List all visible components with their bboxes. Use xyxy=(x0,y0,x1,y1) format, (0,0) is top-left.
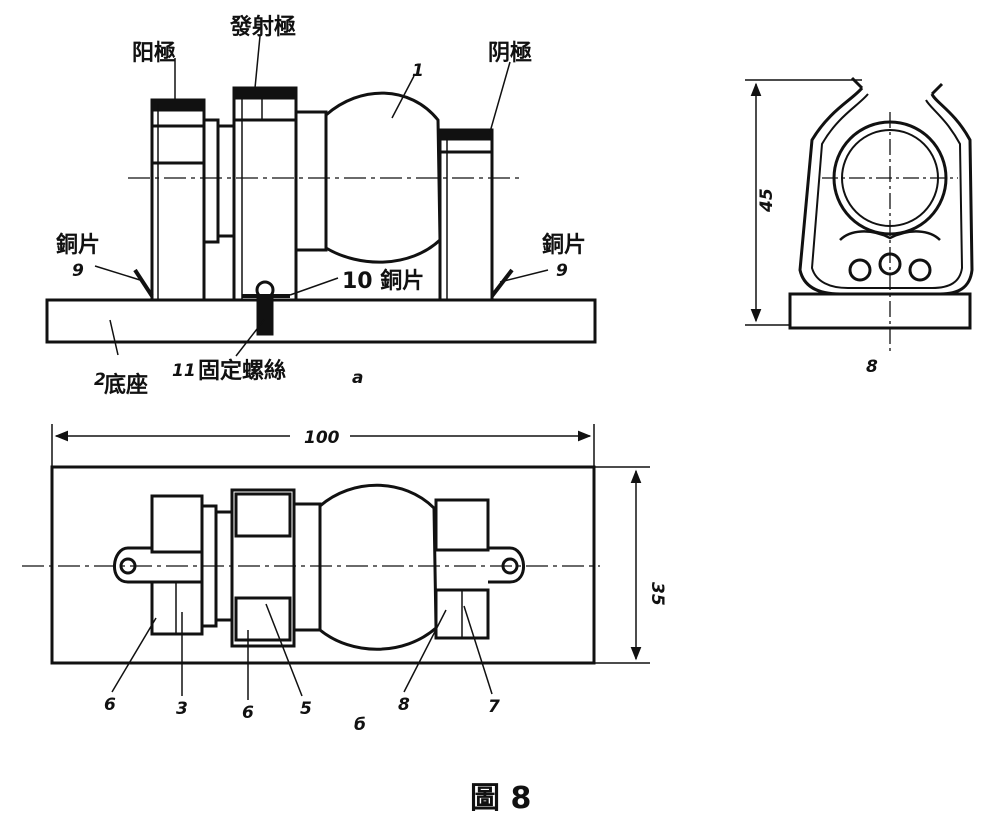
fixing-screw xyxy=(242,280,290,336)
plan-part-number: 3 xyxy=(176,699,188,719)
plan-part-number: 5 xyxy=(300,699,312,719)
label-side-height: 45 xyxy=(757,188,777,213)
label-tube-number: 1 xyxy=(412,61,424,81)
label-base: 底座 xyxy=(104,372,148,398)
side-view xyxy=(745,76,974,355)
plan-part-number: 7 xyxy=(488,697,500,717)
label-anode: 阳極 xyxy=(132,40,176,66)
label-right-strip-number: 9 xyxy=(556,261,568,281)
plan-part-number: 8 xyxy=(398,695,410,715)
label-view-a: a xyxy=(352,368,363,388)
plan-part-number: 6 xyxy=(104,695,116,715)
emitter-block xyxy=(232,86,298,302)
cathode-block xyxy=(438,128,494,302)
plan-part-number: 6 xyxy=(242,703,254,723)
plan-view xyxy=(22,424,650,700)
label-left-strip: 銅片 xyxy=(56,232,100,258)
label-right-strip: 銅片 xyxy=(542,232,586,258)
label-view-b: б xyxy=(354,715,366,735)
anode-block xyxy=(150,98,206,302)
side-outer-clip xyxy=(798,87,974,296)
figure-caption: 圖 8 xyxy=(470,781,531,816)
label-center-strip: 10 銅片 xyxy=(342,268,424,294)
base-plate xyxy=(45,298,597,344)
label-plan-length: 100 xyxy=(304,428,340,448)
label-emitter: 發射極 xyxy=(229,14,296,40)
label-cathode: 阴極 xyxy=(488,40,532,66)
label-plan-width: 35 xyxy=(647,582,667,606)
front-view xyxy=(45,35,597,357)
label-base-number: 2 xyxy=(94,370,106,390)
label-left-strip-number: 9 xyxy=(72,261,84,281)
label-screw-number: 11 xyxy=(172,361,196,381)
label-screw: 固定螺絲 xyxy=(198,358,286,384)
label-side-part-8: 8 xyxy=(866,357,878,377)
side-base xyxy=(788,292,972,330)
